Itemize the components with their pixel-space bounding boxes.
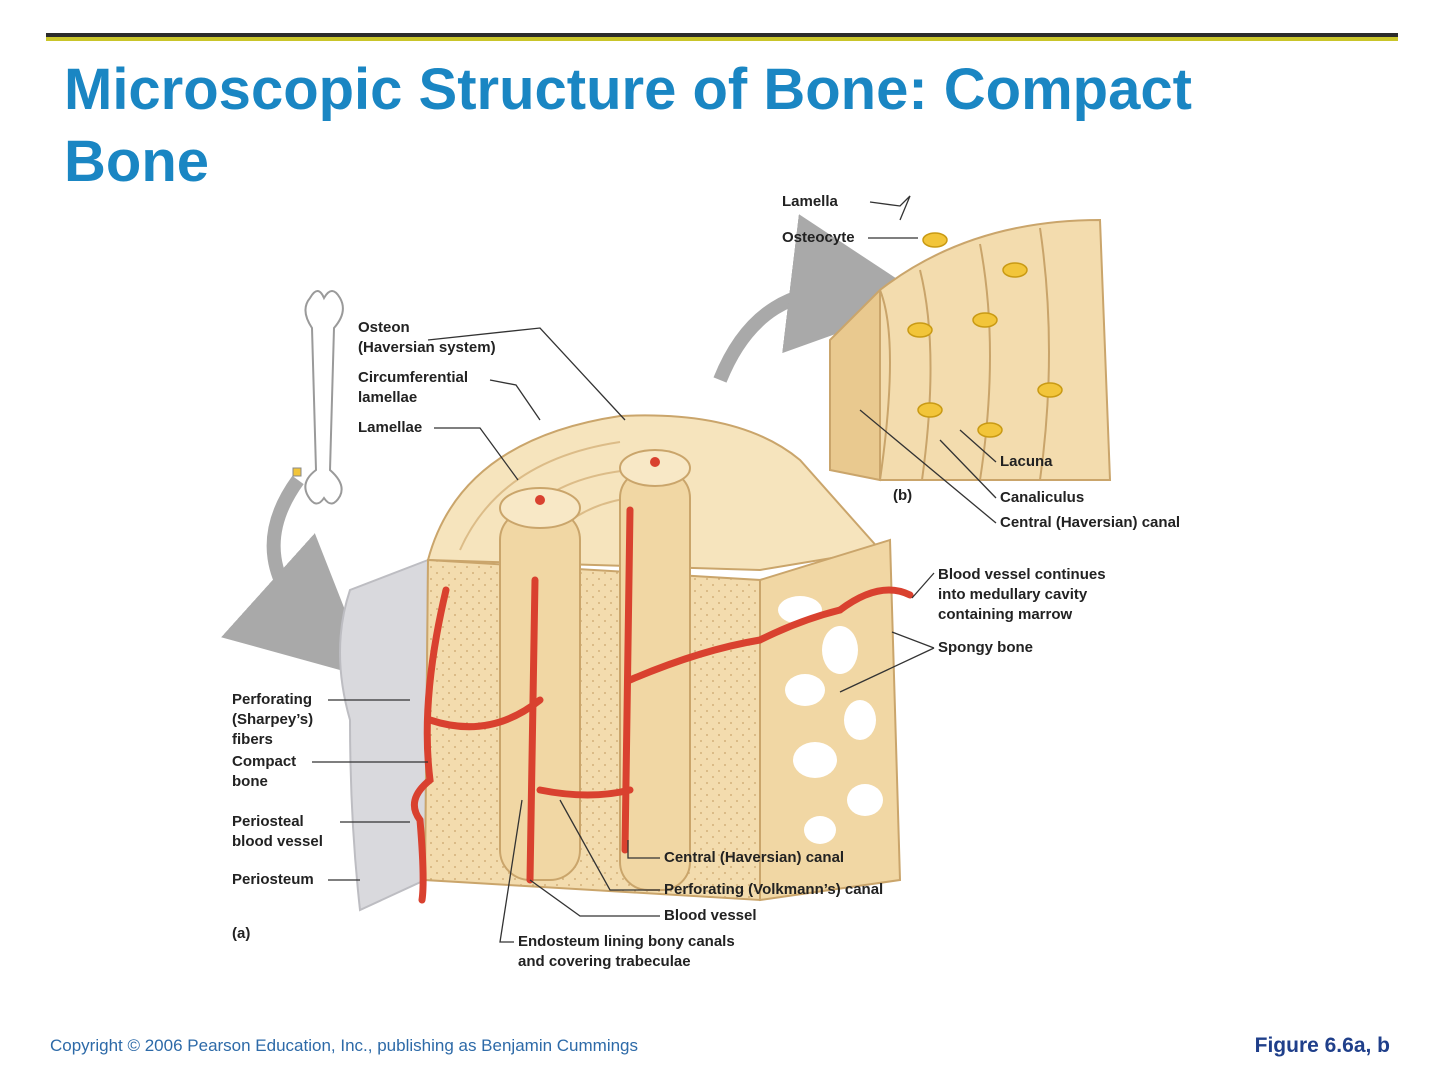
osteocyte-cells	[907, 232, 1063, 438]
bone-illustration	[221, 195, 1112, 943]
label-blood-vessel: Blood vessel	[664, 907, 757, 924]
zoom-arrow-b	[713, 214, 930, 383]
osteon-magnified	[829, 218, 1112, 482]
label-lamellae: Lamellae	[358, 419, 423, 436]
figure-number: Figure 6.6a, b	[1254, 1034, 1390, 1057]
copyright-notice: Copyright © 2006 Pearson Education, Inc.…	[50, 1036, 639, 1055]
label-circumferential-lamellae: Circumferential lamellae	[358, 369, 469, 406]
label-panel-a: (a)	[232, 925, 251, 942]
title-rule-yellow	[46, 37, 1398, 41]
label-lacuna: Lacuna	[1000, 453, 1053, 470]
label-compact-bone: Compact bone	[232, 753, 297, 790]
label-osteon: Osteon (Haversian system)	[358, 319, 496, 356]
slide-title: Microscopic Structure of Bone: Compact B…	[64, 57, 1192, 194]
label-lamella: Lamella	[782, 193, 838, 210]
compact-bone-block	[423, 414, 882, 902]
label-central-canal-b: Central (Haversian) canal	[1000, 514, 1181, 531]
zoom-arrow-a	[221, 475, 373, 679]
label-periosteum: Periosteum	[232, 871, 314, 888]
label-central-canal-a: Central (Haversian) canal	[664, 849, 845, 866]
blood-vessels	[410, 506, 914, 904]
label-perforating-fibers: Perforating (Sharpey’s) fibers	[232, 691, 314, 748]
label-osteocyte: Osteocyte	[782, 229, 855, 246]
periosteum-layer	[339, 558, 430, 912]
label-spongy-bone: Spongy bone	[938, 639, 1033, 656]
spongy-bone-region	[759, 538, 902, 902]
label-canaliculus: Canaliculus	[1000, 489, 1085, 506]
title-rule-dark	[46, 33, 1398, 37]
label-periosteal-blood-vessel: Periosteal blood vessel	[232, 813, 323, 850]
label-blood-vessel-continues: Blood vessel continues into medullary ca…	[938, 566, 1106, 623]
label-endosteum: Endosteum lining bony canals and coverin…	[518, 933, 735, 970]
long-bone-icon	[292, 290, 344, 505]
leader-lines	[312, 195, 997, 943]
label-volkmann-canal: Perforating (Volkmann’s) canal	[664, 881, 884, 898]
label-panel-b: (b)	[893, 487, 913, 504]
bone-diagram: Lamella Osteocyte Osteon (Haversian syst…	[200, 180, 1260, 990]
